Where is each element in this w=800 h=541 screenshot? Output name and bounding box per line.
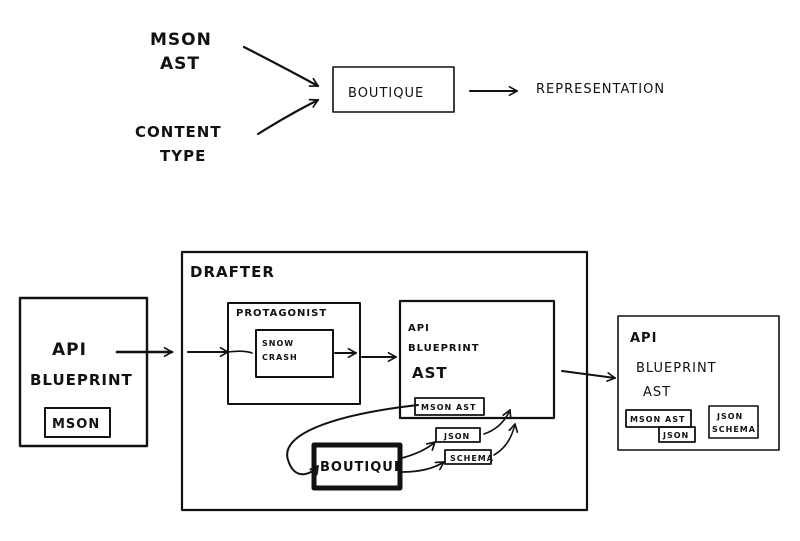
boutique-label: BOUTIQUE bbox=[320, 460, 404, 475]
arrow-drafter-to-output bbox=[561, 370, 616, 382]
drafter-box bbox=[180, 250, 589, 512]
output-title-line2: BLUEPRINT bbox=[636, 361, 717, 376]
arrow-into-snow-crash bbox=[227, 350, 253, 354]
top-diagram: MSON AST CONTENT TYPE BOUTIQUE REPRESENT… bbox=[135, 30, 665, 165]
api-blueprint-source: API BLUEPRINT MSON bbox=[18, 296, 149, 448]
mson-box bbox=[44, 407, 111, 438]
output-json-schema-line2: SCHEMA bbox=[712, 425, 756, 434]
output-mson-ast-label: MSON AST bbox=[630, 415, 685, 424]
mson-ast-label-line2: AST bbox=[160, 54, 200, 74]
boutique-label-top: BOUTIQUE bbox=[348, 86, 424, 101]
mson-ast-label-line1: MSON bbox=[150, 30, 212, 50]
drafter-label: DRAFTER bbox=[190, 263, 275, 281]
arrow-json-to-ast bbox=[483, 409, 512, 435]
drafter: DRAFTER PROTAGONIST SNOW CRASH API BLUEP… bbox=[180, 250, 589, 512]
api-blueprint-ast-box bbox=[398, 299, 556, 420]
mson-ast-box bbox=[414, 397, 485, 416]
api-blueprint-ast-title-line2: BLUEPRINT bbox=[408, 343, 480, 354]
api-blueprint-ast-output: API BLUEPRINT AST MSON AST JSON JSON SCH… bbox=[617, 315, 780, 451]
schema-tag-label: SCHEMA bbox=[450, 454, 494, 463]
arrow-mson-to-boutique bbox=[242, 45, 320, 88]
content-type-label-line2: TYPE bbox=[160, 147, 206, 165]
api-blueprint-ast-output-box bbox=[617, 315, 780, 451]
json-tag-label: JSON bbox=[443, 432, 470, 441]
api-blueprint-ast-title-line3: AST bbox=[412, 364, 448, 382]
output-title-line1: API bbox=[630, 331, 657, 346]
protagonist-label: PROTAGONIST bbox=[236, 308, 327, 319]
output-json-box bbox=[658, 426, 696, 443]
json-tag-box bbox=[435, 427, 481, 443]
output-json-schema-box bbox=[708, 405, 759, 439]
snow-crash-label-line1: SNOW bbox=[262, 339, 294, 348]
schema-tag-box bbox=[444, 449, 492, 465]
arrow-schema-to-ast bbox=[493, 423, 519, 456]
mson-label: MSON bbox=[52, 417, 100, 432]
arrow-mson-ast-to-boutique bbox=[286, 404, 419, 476]
arrow-boutique-to-schema bbox=[401, 461, 445, 473]
protagonist-box bbox=[227, 302, 361, 405]
boutique-box-top bbox=[332, 66, 455, 113]
bottom-diagram: API BLUEPRINT MSON DRAFTER PROTAGONIST S… bbox=[18, 250, 780, 512]
representation-label: REPRESENTATION bbox=[536, 82, 665, 97]
api-blueprint-source-title-line2: BLUEPRINT bbox=[30, 371, 133, 389]
api-blueprint-source-box bbox=[18, 296, 149, 448]
output-json-schema-line1: JSON bbox=[716, 412, 743, 421]
api-blueprint-ast-title-line1: API bbox=[408, 323, 430, 334]
protagonist: PROTAGONIST SNOW CRASH bbox=[227, 302, 361, 405]
api-blueprint-ast: API BLUEPRINT AST MSON AST bbox=[398, 299, 556, 420]
arrow-boutique-to-json bbox=[401, 441, 436, 459]
snow-crash-label-line2: CRASH bbox=[262, 353, 298, 362]
output-json-label: JSON bbox=[662, 431, 689, 440]
boutique-box bbox=[311, 442, 403, 491]
output-title-line3: AST bbox=[643, 385, 671, 400]
content-type-label-line1: CONTENT bbox=[135, 123, 222, 141]
boutique-block: BOUTIQUE bbox=[311, 442, 404, 491]
mson-ast-label: MSON AST bbox=[421, 403, 476, 412]
arrow-content-type-to-boutique bbox=[256, 98, 320, 136]
snow-crash-box bbox=[255, 329, 334, 378]
api-blueprint-source-title-line1: API bbox=[52, 340, 87, 360]
